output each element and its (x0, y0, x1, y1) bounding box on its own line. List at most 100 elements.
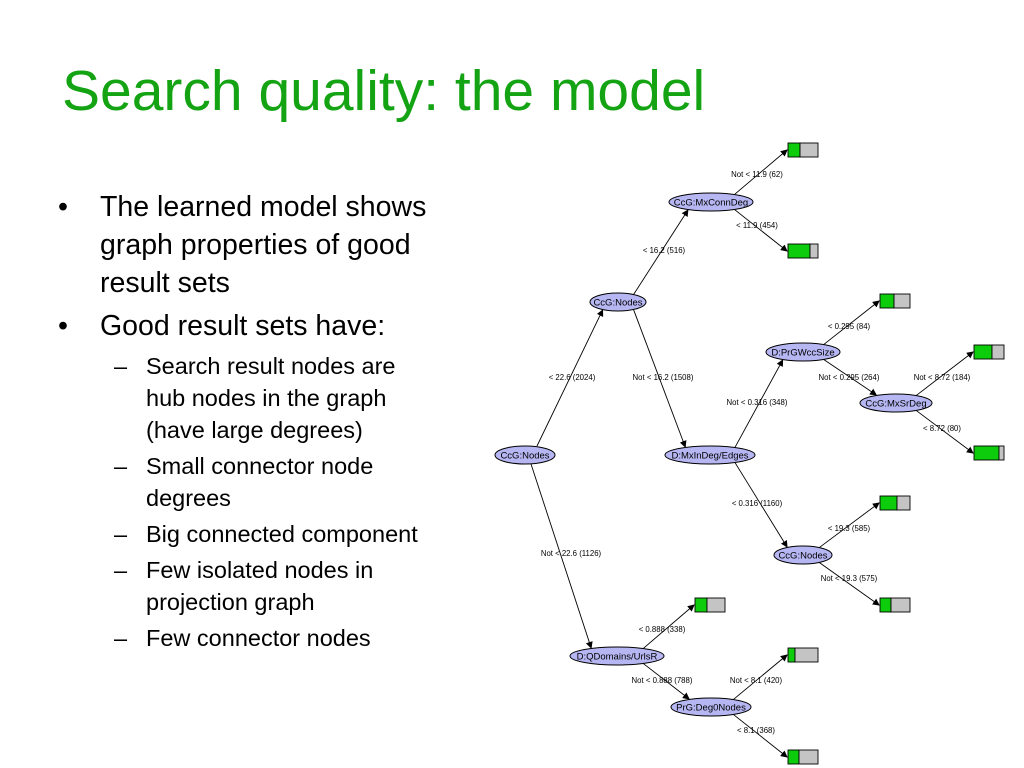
leaf-negative-bar (998, 445, 1005, 461)
leaf-positive-bar (787, 243, 811, 259)
leaf-positive-bar (787, 142, 801, 158)
leaf-distribution-box (879, 597, 911, 613)
tree-edge (632, 309, 687, 448)
dash-marker: – (114, 625, 128, 651)
node-ellipse (773, 545, 833, 565)
dash-marker: – (114, 557, 128, 583)
leaf-positive-bar (973, 445, 1000, 461)
leaf-positive-bar (879, 293, 895, 309)
tree-edge (536, 309, 604, 447)
edge-label: < 16.2 (516) (643, 246, 686, 255)
bullet-line: Good result sets have: (100, 310, 386, 342)
leaf-negative-bar (893, 293, 911, 309)
tree-edge (818, 502, 880, 549)
sub-bullet-line: degrees (146, 485, 231, 511)
tree-edge (915, 351, 974, 397)
tree-node: CcG:MxSrDeg (859, 393, 933, 413)
leaf-positive-bar (787, 647, 796, 663)
edge-label: Not < 19.3 (575) (821, 574, 878, 583)
leaf-distribution-box (973, 344, 1005, 360)
bullet-item: • The learned model shows graph properti… (58, 188, 508, 302)
tree-node: D:QDomains/UrlsR (569, 646, 665, 666)
leaf-negative-bar (809, 243, 819, 259)
tree-edge (823, 300, 880, 346)
edge-label: < 19.3 (585) (828, 524, 871, 533)
leaf-positive-bar (879, 597, 892, 613)
slide-title: Search quality: the model (62, 59, 706, 123)
sub-bullet-item: – Big connected component (58, 518, 508, 550)
tree-edge (734, 359, 784, 449)
leaf-negative-bar (794, 647, 819, 663)
edge-label: Not < 0.888 (788) (632, 676, 693, 685)
leaf-negative-bar (799, 142, 819, 158)
edge-label: < 8.72 (80) (923, 424, 961, 433)
node-ellipse (859, 393, 933, 413)
nodes-layer: CcG:NodesCcG:NodesCcG:MxConnDegD:MxInDeg… (494, 192, 933, 717)
tree-node: CcG:Nodes (494, 445, 556, 465)
tree-edge (818, 561, 880, 606)
tree-node: PrG:Deg0Nodes (670, 697, 752, 717)
tree-edge (642, 662, 690, 700)
leaf-positive-bar (787, 749, 800, 765)
leaf-negative-bar (896, 495, 911, 511)
node-label: D:PrGWccSize (771, 347, 834, 358)
tree-edge (732, 713, 788, 758)
sub-bullet-line: (have large degrees) (146, 417, 363, 443)
tree-node: D:PrGWccSize (765, 342, 841, 362)
edge-label: < 0.888 (338) (639, 625, 686, 634)
sub-bullet-line: Big connected component (146, 521, 418, 547)
node-label: D:QDomains/UrlsR (577, 651, 658, 662)
node-ellipse (589, 292, 647, 312)
node-label: CcG:Nodes (593, 297, 642, 308)
tree-edge (732, 654, 788, 701)
edge-label: Not < 8.72 (184) (914, 373, 971, 382)
bullet-marker: • (58, 191, 68, 223)
edge-label: < 0.295 (84) (828, 322, 871, 331)
sub-bullet-item: – Small connector node degrees (58, 450, 508, 514)
edge-label: Not < 8.1 (420) (730, 676, 783, 685)
tree-edge (823, 358, 878, 396)
sub-bullet-line: Small connector node (146, 453, 374, 479)
bullet-item: • Good result sets have: (58, 307, 508, 345)
sub-bullet-item: – Few connector nodes (58, 622, 508, 654)
node-ellipse (494, 445, 556, 465)
dash-marker: – (114, 353, 128, 379)
leaf-distribution-box (879, 293, 911, 309)
sub-bullet-item: – Search result nodes are hub nodes in t… (58, 350, 508, 446)
edge-label: Not < 16.2 (1508) (633, 373, 694, 382)
tree-node: CcG:Nodes (773, 545, 833, 565)
leaf-positive-bar (879, 495, 898, 511)
edge-label: < 11.9 (454) (736, 221, 778, 230)
leaf-negative-bar (890, 597, 911, 613)
decision-tree-diagram: CcG:NodesCcG:NodesCcG:MxConnDegD:MxInDeg… (494, 142, 1005, 765)
node-ellipse (668, 192, 754, 212)
edge-label: Not < 11.9 (62) (731, 170, 783, 179)
leaf-negative-bar (706, 597, 726, 613)
tree-edge (633, 209, 689, 296)
sub-bullet-line: Search result nodes are (146, 353, 396, 379)
bullet-marker: • (58, 310, 68, 342)
sub-bullet-line: hub nodes in the graph (146, 385, 387, 411)
leaves-layer (694, 142, 1005, 765)
edge-label: < 22.6 (2024) (549, 373, 596, 382)
node-ellipse (670, 697, 752, 717)
bullet-line: graph properties of good (100, 229, 411, 261)
edge-labels-layer: < 22.6 (2024) Not < 22.6 (1126) < 16.2 (51… (541, 170, 971, 735)
leaf-negative-bar (798, 749, 819, 765)
edge-label: < 0.316 (1160) (732, 499, 783, 508)
bullet-text: The learned model shows graph properties… (100, 188, 508, 302)
dash-marker: – (114, 521, 128, 547)
node-label: CcG:MxConnDeg (674, 197, 748, 208)
bullet-list: • The learned model shows graph properti… (58, 188, 508, 658)
tree-node: CcG:Nodes (589, 292, 647, 312)
leaf-distribution-box (787, 142, 819, 158)
bullet-line: The learned model shows (100, 191, 427, 223)
tree-edge (733, 149, 788, 196)
tree-edge (733, 208, 788, 252)
leaf-distribution-box (879, 495, 911, 511)
edge-label: < 8.1 (368) (737, 726, 775, 735)
edge-label: Not < 22.6 (1126) (541, 549, 602, 558)
tree-edge (642, 604, 695, 650)
edges-layer (530, 149, 974, 758)
